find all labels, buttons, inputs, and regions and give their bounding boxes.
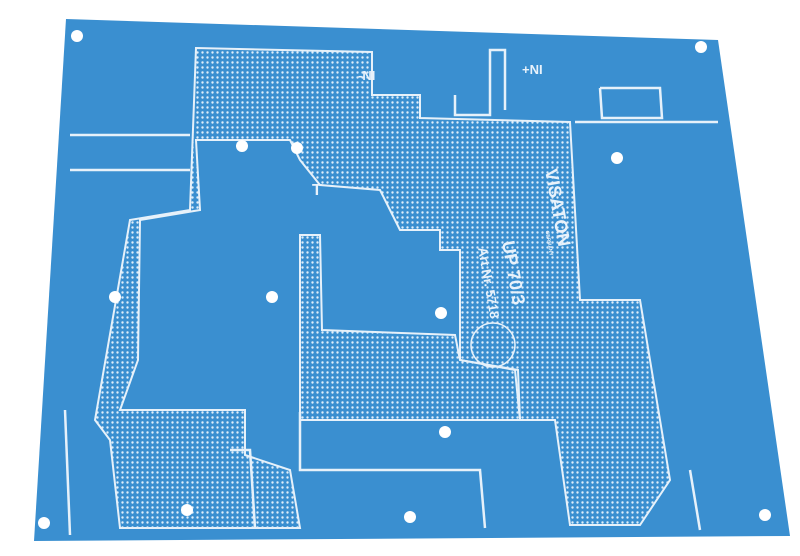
- silk-outlines: [63, 48, 718, 536]
- input-minus-label: -NI: [358, 68, 375, 83]
- manufacturer-seal: [470, 322, 516, 368]
- ground-plane: [93, 46, 672, 529]
- mounting-holes: [38, 30, 771, 529]
- input-plus-label: +NI: [522, 62, 543, 77]
- marker-label: T: [312, 182, 322, 199]
- brand-subtext: GERMANY: [544, 230, 554, 257]
